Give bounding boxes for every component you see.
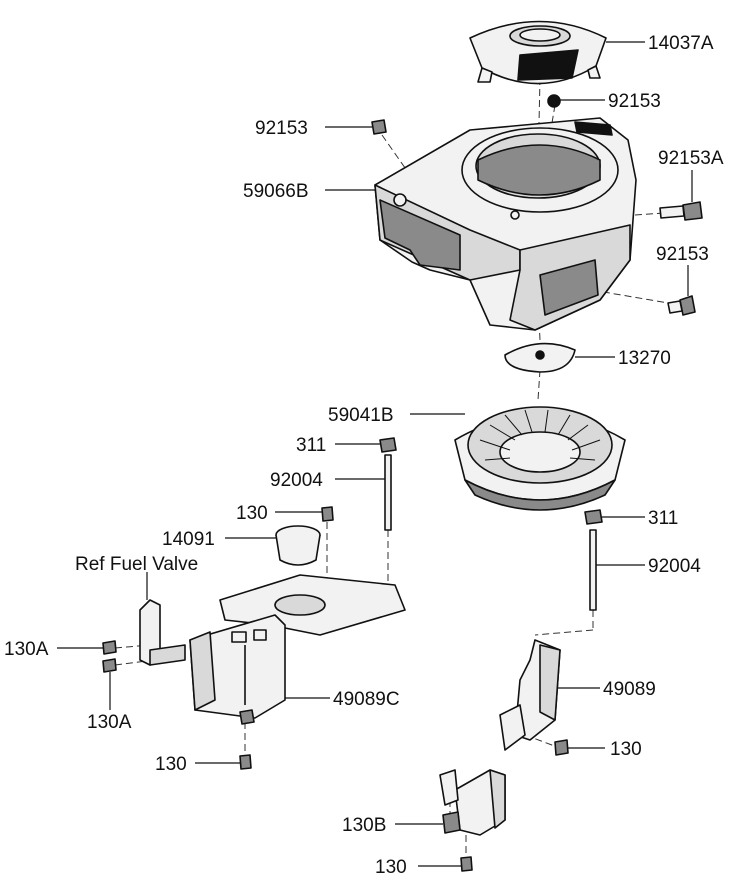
label-bolt-side-b: 92153 <box>656 244 709 265</box>
label-ref-fuel-valve: Ref Fuel Valve <box>75 554 198 575</box>
plate-part <box>504 342 576 373</box>
label-collar: 14091 <box>162 529 215 550</box>
bolt-92153-top-left-part <box>371 119 387 135</box>
bolt-130-bottom-part <box>460 856 473 872</box>
stud-92004-left-part <box>384 454 392 531</box>
label-bolt-130B: 130B <box>342 815 386 836</box>
part-labels: 14037A 92153 92153 59066B 92153A 92153 1… <box>4 33 724 878</box>
label-nut-right: 311 <box>648 508 678 529</box>
label-flywheel-fan: 59041B <box>328 405 394 426</box>
label-shroud-cover: 14037A <box>648 33 714 54</box>
baffle-left-part <box>189 574 406 725</box>
fan-housing-part <box>374 117 637 331</box>
leader-lines <box>57 41 693 867</box>
nut-311-left-part <box>379 437 397 453</box>
ref-fuel-valve-bracket-part <box>139 599 186 666</box>
label-bolt-top-left: 92153 <box>255 118 308 139</box>
label-bolt-130-left-bottom: 130 <box>155 754 187 775</box>
baffle-right-part <box>439 639 561 836</box>
label-stud-left: 92004 <box>270 470 323 491</box>
label-stud-right: 92004 <box>648 556 701 577</box>
label-bolt-top-right: 92153 <box>608 91 661 112</box>
bolt-92153-top-right-part <box>547 94 561 108</box>
label-bolt-130A-upper: 130A <box>4 639 49 660</box>
label-bolt-130-right: 130 <box>610 739 642 760</box>
bolt-130B-part <box>442 811 461 834</box>
flywheel-fan-part <box>454 406 626 511</box>
label-baffle-left: 49089C <box>333 689 400 710</box>
bolt-92153A-part <box>659 201 703 221</box>
label-bolt-130-bottom: 130 <box>375 857 407 878</box>
bolt-130A-upper-part <box>102 640 117 655</box>
label-bolt-130A-lower: 130A <box>87 712 132 733</box>
label-baffle-right: 49089 <box>603 679 656 700</box>
shroud-cover-part <box>469 20 607 85</box>
bolt-130-left-bottom-part <box>239 754 252 770</box>
stud-92004-right-part <box>589 529 597 611</box>
bolt-130A-lower-part <box>102 658 117 673</box>
label-nut-left: 311 <box>296 435 326 456</box>
label-bolt-130-top: 130 <box>236 503 268 524</box>
label-bolt-side-a: 92153A <box>658 148 724 169</box>
label-housing: 59066B <box>243 181 309 202</box>
nut-311-right-part <box>584 509 603 525</box>
bolt-130-right-part <box>554 739 569 756</box>
bolt-130-top-part <box>321 506 334 522</box>
collar-part <box>275 525 321 566</box>
bolt-92153-side-part <box>667 295 696 316</box>
label-plate: 13270 <box>618 348 671 369</box>
